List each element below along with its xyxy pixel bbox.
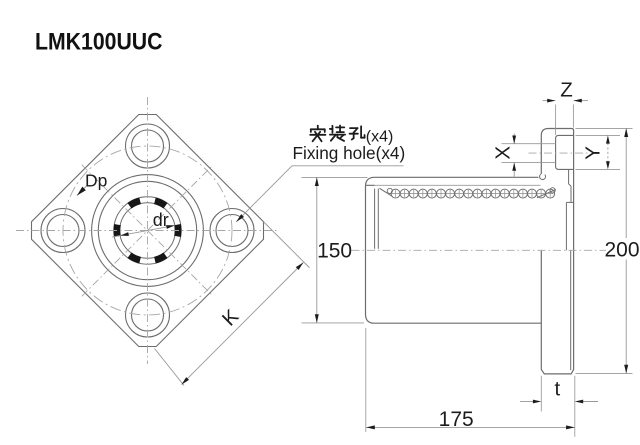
svg-text:Fixing hole(x4): Fixing hole(x4) — [293, 143, 406, 163]
svg-text:Y: Y — [582, 146, 605, 160]
svg-text:X: X — [491, 146, 514, 160]
svg-text:t: t — [554, 378, 560, 401]
svg-text:dr: dr — [153, 210, 169, 230]
svg-text:LMK100UUC: LMK100UUC — [35, 29, 163, 56]
svg-text:200: 200 — [604, 238, 639, 261]
svg-text:Z: Z — [560, 79, 573, 102]
svg-text:175: 175 — [439, 408, 474, 431]
svg-text:150: 150 — [317, 239, 352, 262]
svg-text:Dp: Dp — [85, 170, 107, 190]
svg-text:(x4): (x4) — [366, 129, 394, 146]
